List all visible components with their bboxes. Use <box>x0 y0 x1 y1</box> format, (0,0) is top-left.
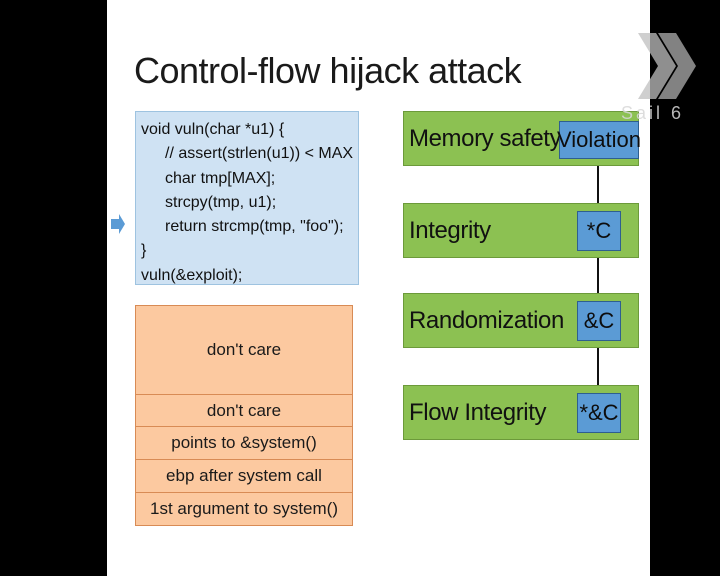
ladder-label: Flow Integrity <box>409 398 547 426</box>
ladder-badge: *&C <box>577 393 621 433</box>
stack-cell: 1st argument to system() <box>135 493 353 526</box>
ladder-label: Integrity <box>409 216 491 244</box>
code-line: strcpy(tmp, u1); <box>165 193 277 211</box>
chevron-logo-icon <box>638 33 696 99</box>
ladder-badge: *C <box>577 211 621 251</box>
ladder-label: Memory safety <box>409 124 562 152</box>
code-line: void vuln(char *u1) { <box>141 121 285 138</box>
code-snippet: void vuln(char *u1) { // assert(strlen(u… <box>135 111 359 285</box>
slide-title: Control-flow hijack attack <box>134 50 522 91</box>
ladder-badge: &C <box>577 301 621 341</box>
ladder-level-randomization: Randomization &C <box>403 293 639 348</box>
code-line: // assert(strlen(u1)) < MAX <box>165 145 354 163</box>
stack-cell: don't care <box>135 395 353 427</box>
watermark-text: Sail 6 <box>621 103 685 123</box>
code-line: vuln(&exploit); <box>141 266 243 284</box>
stack-cell: ebp after system call <box>135 460 353 493</box>
ladder-label: Randomization <box>409 306 564 334</box>
code-line: char tmp[MAX]; <box>165 169 276 187</box>
stack-layout: don't care don't care points to &system(… <box>135 305 353 526</box>
stack-cell: points to &system() <box>135 427 353 460</box>
stack-cell: don't care <box>135 305 353 395</box>
ladder-level-flow-integrity: Flow Integrity *&C <box>403 385 639 440</box>
right-arrow-icon <box>111 214 125 234</box>
presentation-slide: Control-flow hijack attack void vuln(cha… <box>107 0 650 576</box>
code-line: } <box>141 242 147 260</box>
code-line: return strcmp(tmp, "foo"); <box>165 218 344 236</box>
ladder-badge: Violation <box>557 121 641 159</box>
ladder-level-integrity: Integrity *C <box>403 203 639 258</box>
ladder-level-memory-safety: Memory safety Violation <box>403 111 641 166</box>
